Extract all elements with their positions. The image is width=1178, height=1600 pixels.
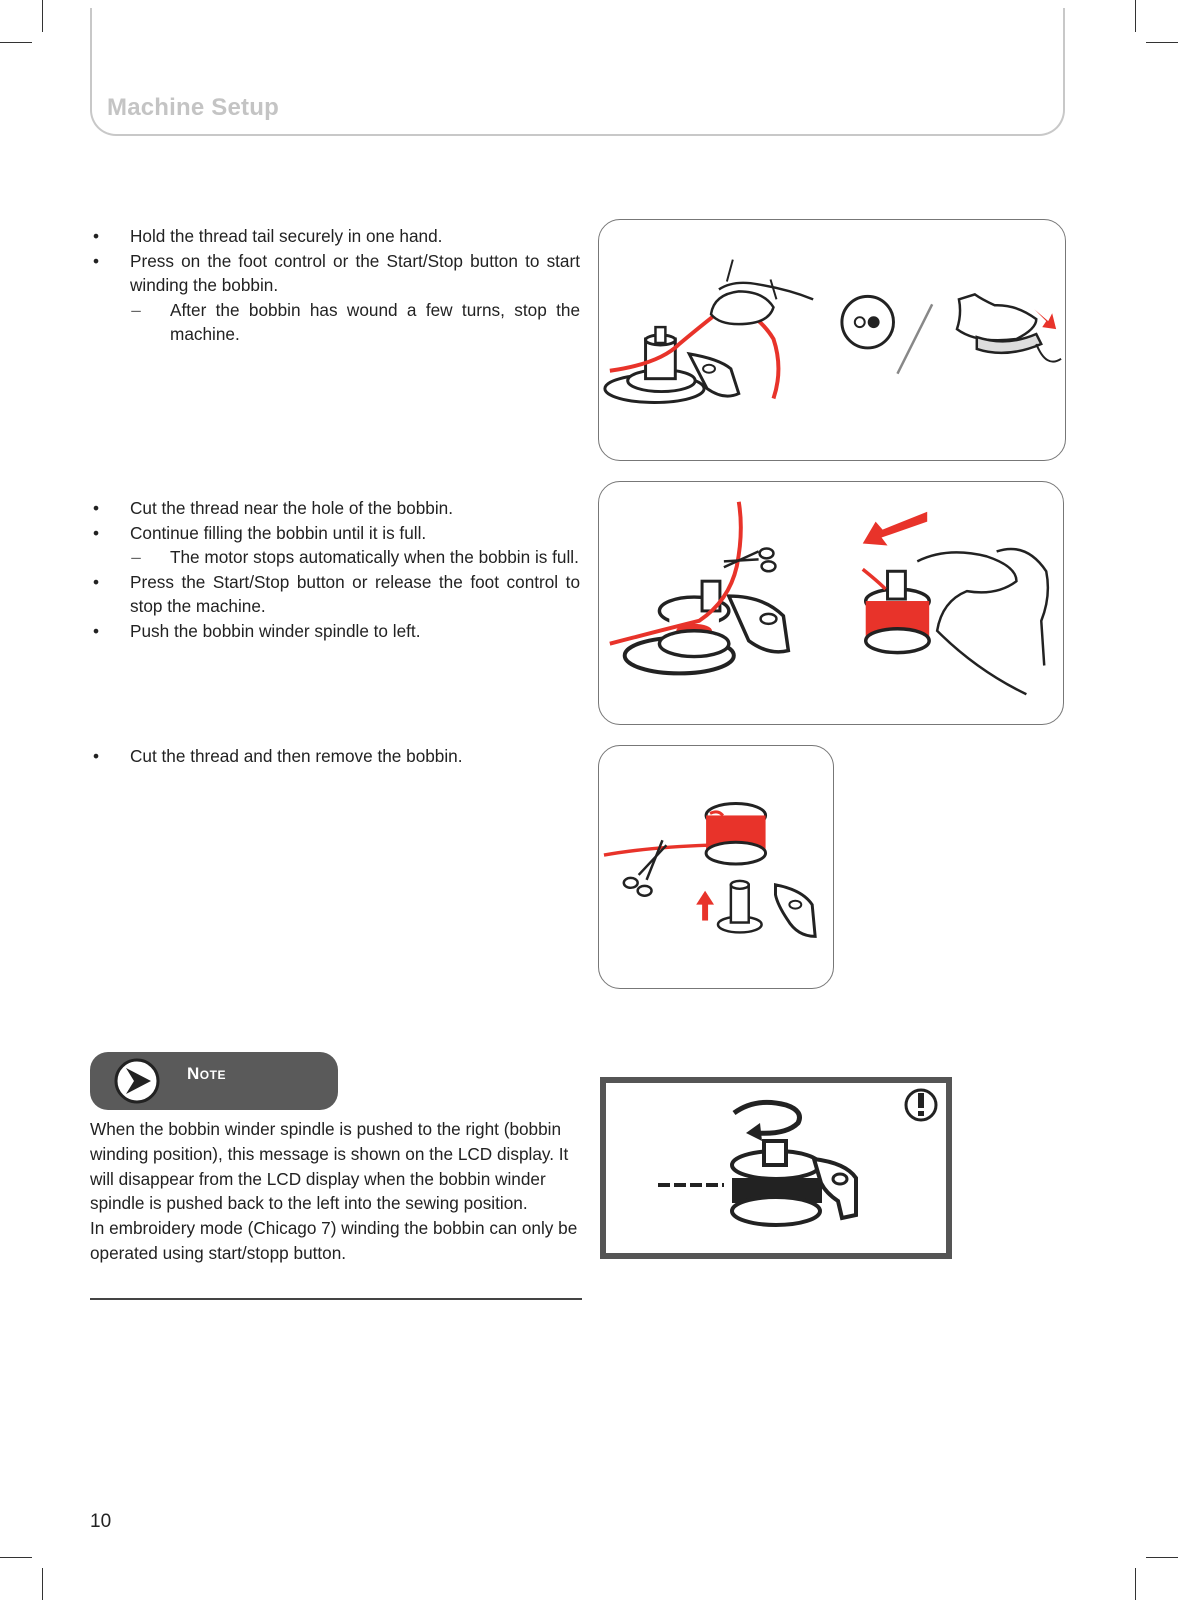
page-title: Machine Setup [107,94,279,121]
note-label: Note [187,1064,226,1083]
illustration-start-winding [603,259,1062,404]
page-number: 10 [90,1511,112,1532]
list-item: •Push the bobbin winder spindle to left. [92,620,421,641]
list-item: •Continue filling the bobbin until it is… [92,522,427,543]
note-paragraph: When the bobbin winder spindle is pushed… [90,1119,569,1214]
crop-mark [1146,1557,1178,1558]
figure-remove-bobbin [598,745,834,989]
note-body: When the bobbin winder spindle is pushed… [90,1117,580,1266]
arrow-icon [696,890,715,921]
instruction-list-1: •Hold the thread tail securely in one ha… [90,224,580,347]
lcd-display [600,1077,952,1259]
crop-mark [42,1568,43,1600]
lcd-bobbin-winding-illustration [658,1088,938,1227]
start-stop-button-icon [840,294,895,350]
list-subitem: –After the bobbin has wound a few turns,… [131,299,580,345]
foot-control-icon [955,293,1062,363]
crop-mark [1146,42,1178,43]
list-item: •Hold the thread tail securely in one ha… [92,226,443,246]
scissors-icon [723,547,777,573]
scissors-icon [622,839,668,897]
instruction-list-2: •Cut the thread near the hole of the bob… [90,496,580,644]
note-paragraph: In embroidery mode (Chicago 7) winding t… [90,1218,578,1263]
crop-mark [1135,1568,1136,1600]
list-item: •Press the Start/Stop button or release … [92,571,580,617]
instruction-list-3: •Cut the thread and then remove the bobb… [90,744,580,769]
arrow-icon [862,511,928,546]
figure-cut-and-fill [598,481,1064,725]
rotate-arrow-icon [732,1099,802,1141]
note-arrow-icon [114,1058,160,1104]
header-frame [90,8,1065,136]
illustration-remove-bobbin [603,802,817,938]
warning-icon [904,1088,938,1122]
crop-mark [1135,0,1136,32]
list-item: •Press on the foot control or the Start/… [92,250,580,296]
figure-start-winding [598,219,1066,461]
note-divider [90,1298,582,1300]
note-header: Note [90,1052,338,1110]
list-item: •Cut the thread near the hole of the bob… [92,498,453,518]
list-item: •Cut the thread and then remove the bobb… [92,746,463,766]
crop-mark [0,42,32,43]
illustration-cut-and-fill [609,501,1050,696]
crop-mark [0,1557,32,1558]
list-subitem: –The motor stops automatically when the … [131,547,579,568]
crop-mark [42,0,43,32]
